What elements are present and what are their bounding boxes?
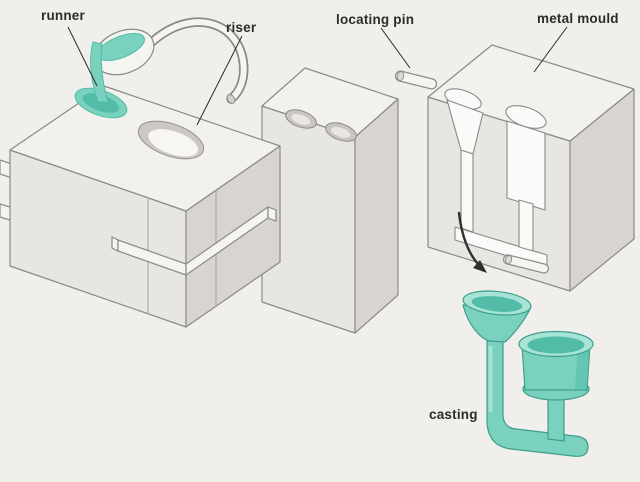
closed-mould-block — [0, 85, 281, 328]
clamp-bar-right-end — [267, 206, 277, 222]
process-arrow — [457, 211, 487, 273]
runner-hole — [74, 87, 128, 119]
riser-channel-notch — [325, 122, 357, 142]
runner-notch-inner — [291, 114, 311, 125]
leader-line-locating-pin — [380, 27, 411, 69]
mould-half-side-face — [354, 98, 399, 334]
leader-line-riser — [196, 35, 243, 126]
casting-cup-shade — [575, 346, 590, 389]
clamp-bar — [111, 205, 277, 277]
label-riser: riser — [226, 20, 257, 35]
ladle — [90, 17, 249, 104]
mould-half-top-face — [261, 67, 399, 138]
riser-notch-inner — [331, 127, 351, 138]
leader-line-runner — [67, 26, 98, 87]
mould-cavity — [444, 88, 548, 269]
casting-funnel-top — [462, 290, 532, 316]
closed-mould-top-face — [9, 85, 281, 212]
ladle-handle-end — [226, 94, 236, 104]
casting-sprue-highlight — [488, 346, 493, 412]
locating-pin-bottom — [502, 254, 550, 274]
casting-cup-stem — [547, 393, 565, 442]
runner-channel-notch — [285, 109, 317, 129]
ladle-handle — [149, 19, 247, 102]
label-casting: casting — [429, 407, 478, 422]
locating-pin-top — [394, 70, 438, 90]
casting-cup-opening — [527, 336, 585, 354]
cavity-cup-stem — [518, 199, 534, 252]
leader-line-metal-mould — [533, 26, 568, 73]
molten-metal-stream — [90, 41, 109, 103]
locating-pin-top-end — [396, 71, 405, 82]
cavity-sprue-channel — [460, 149, 474, 233]
locating-pin-bottom-body — [502, 254, 550, 274]
runner-hole-liquid — [82, 93, 120, 113]
label-locating-pin: locating pin — [336, 12, 415, 27]
locating-pin-top-body — [394, 70, 438, 90]
process-arrow-head — [473, 260, 487, 273]
riser-hole-inner — [148, 129, 199, 157]
casting-funnel-opening — [471, 296, 523, 312]
cavity-cup — [506, 120, 546, 211]
casting-sprue-and-runner — [486, 339, 589, 457]
riser-hole — [137, 120, 205, 160]
metal-mould-block — [427, 44, 635, 292]
mould-half-block — [261, 67, 399, 334]
locating-pin-bottom-end — [505, 255, 513, 265]
casting-part — [462, 290, 594, 457]
label-metal-mould: metal mould — [537, 11, 619, 26]
clamp-bar-left-end — [111, 236, 119, 252]
label-runner: runner — [41, 8, 85, 23]
